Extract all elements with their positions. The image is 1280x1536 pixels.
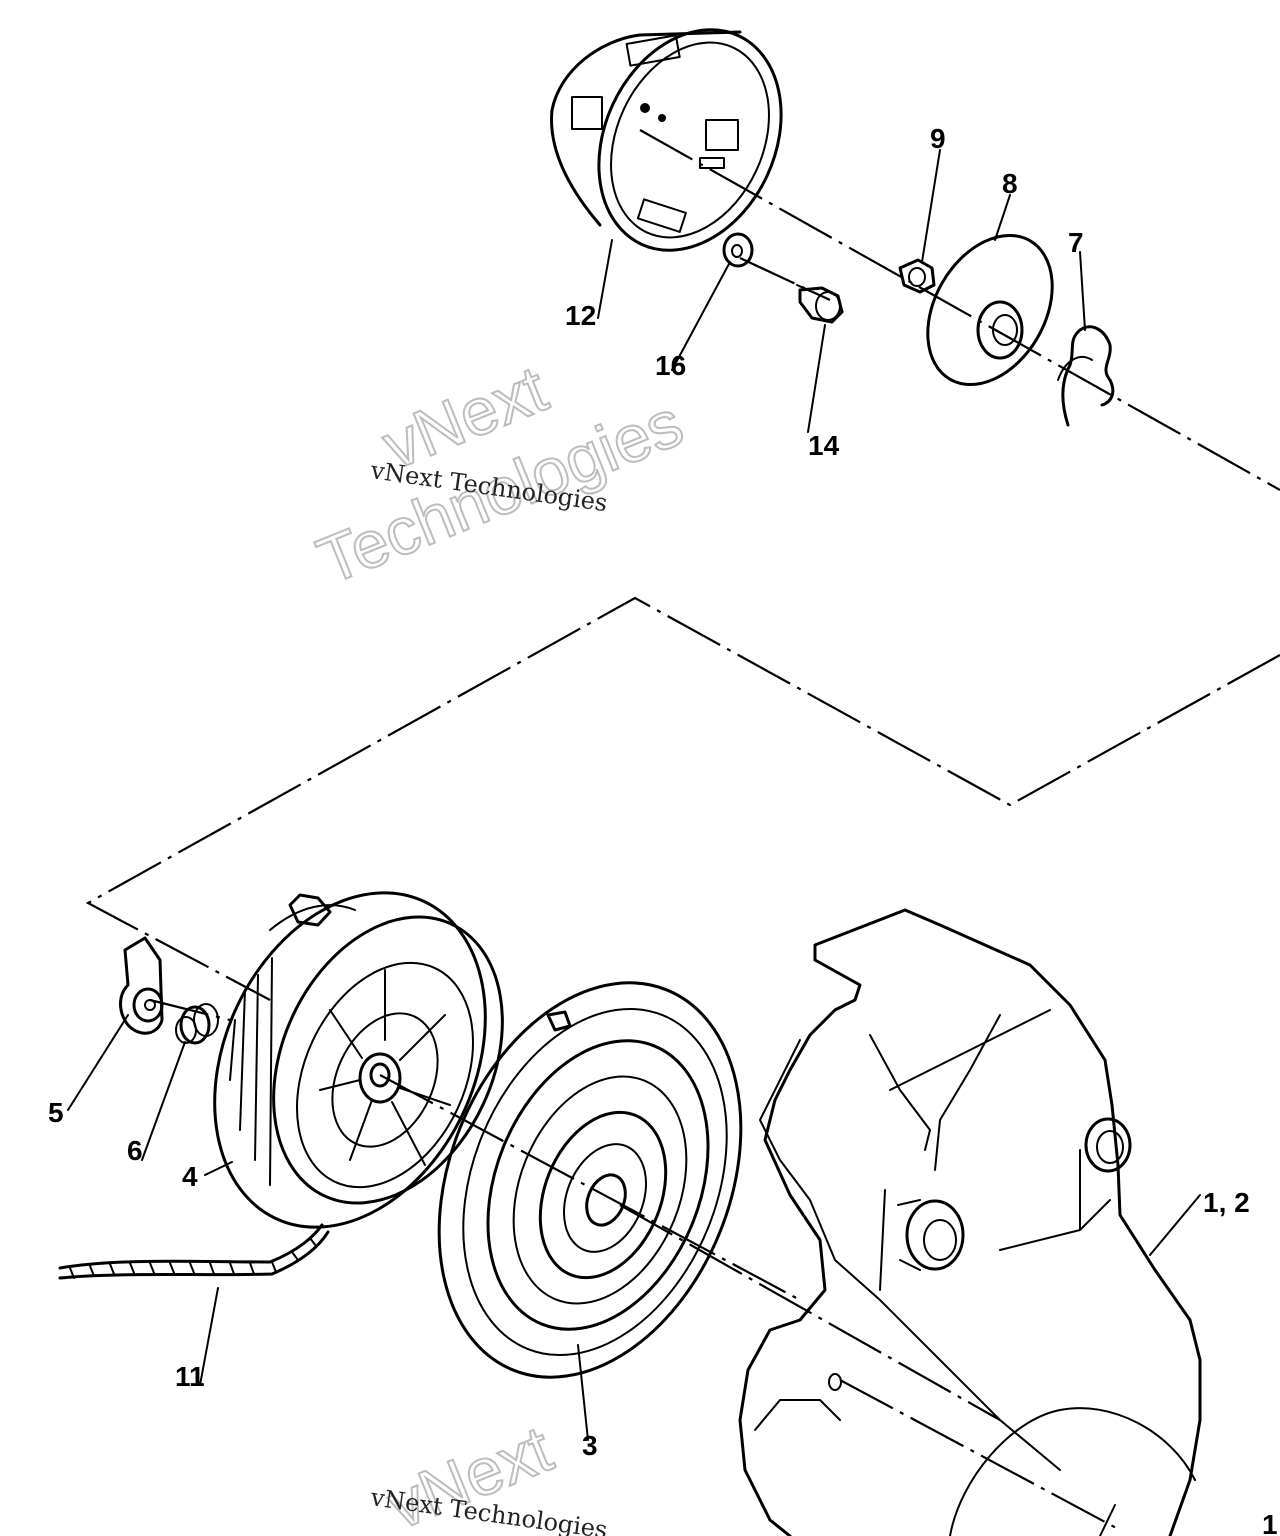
part-12-drum [550,28,783,252]
callout-14: 14 [808,430,840,461]
center-lines [85,129,1280,1531]
callout-1-2: 1, 2 [1203,1187,1250,1218]
callouts: 12 16 14 9 8 7 5 6 4 11 3 1, 2 1 [48,123,1278,1536]
part-16-washer [722,232,754,268]
watermark-top: vNext Technologies vNext Technologies [307,350,694,599]
part-4-reel [213,891,504,1229]
callout-12: 12 [565,300,596,331]
callout-1-cut: 1 [1262,1509,1278,1536]
leader-lines [67,149,1201,1441]
part-8-ratchet-plate [926,233,1054,387]
callout-11: 11 [175,1361,205,1392]
part-6-spring [175,1003,219,1045]
part-14-screw [796,284,844,324]
callout-9: 9 [930,123,946,154]
part-9-nut [898,258,936,294]
callout-4: 4 [182,1161,198,1192]
callout-6: 6 [127,1135,143,1166]
part-7-clip [1057,325,1115,427]
callout-7: 7 [1068,227,1084,258]
part-5-pivot [119,936,164,1035]
callout-8: 8 [1002,168,1018,199]
callout-3: 3 [582,1430,598,1461]
part-11-rope [58,1223,330,1280]
callout-5: 5 [48,1097,64,1128]
part-3-spiral-spring [437,981,743,1379]
watermark-bottom: vNext vNext Technologies [368,1410,609,1536]
callout-16: 16 [655,350,686,381]
part-1-2-housing [738,908,1202,1536]
